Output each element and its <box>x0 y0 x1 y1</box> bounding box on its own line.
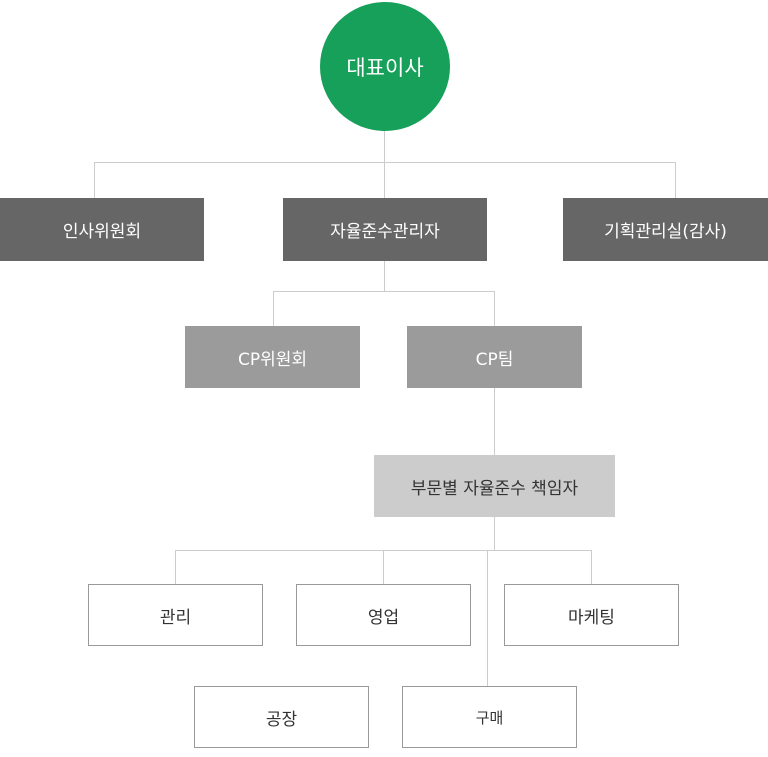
connector-to-planning <box>675 162 676 198</box>
connector-to-cp-committee <box>273 291 274 326</box>
node-ceo: 대표이사 <box>320 2 450 131</box>
connector-officer-down <box>384 261 385 292</box>
node-planning: 기획관리실(감사) <box>563 198 768 261</box>
node-committee: 인사위원회 <box>0 198 204 261</box>
connector-top-horizontal <box>94 162 676 163</box>
node-dept-factory: 공장 <box>194 686 369 748</box>
node-dept-purchasing: 구매 <box>402 686 577 748</box>
connector-to-dept-1 <box>175 550 176 584</box>
node-cp-committee: CP위원회 <box>185 326 360 388</box>
connector-to-dept-2 <box>383 550 384 584</box>
connector-cp-horizontal <box>273 291 495 292</box>
connector-to-cp-team <box>494 291 495 326</box>
node-dept-marketing: 마케팅 <box>504 584 679 646</box>
node-dept-sales: 영업 <box>296 584 471 646</box>
connector-to-committee <box>94 162 95 198</box>
connector-cp-team-down <box>494 388 495 455</box>
connector-to-dept-5 <box>487 550 488 686</box>
node-compliance-officer: 자율준수관리자 <box>283 198 487 261</box>
connector-dept-officer-down <box>494 517 495 551</box>
node-dept-officer: 부문별 자율준수 책임자 <box>374 455 615 517</box>
node-dept-management: 관리 <box>88 584 263 646</box>
connector-to-dept-3 <box>591 550 592 584</box>
connector-ceo-down <box>384 130 385 198</box>
node-cp-team: CP팀 <box>407 326 582 388</box>
